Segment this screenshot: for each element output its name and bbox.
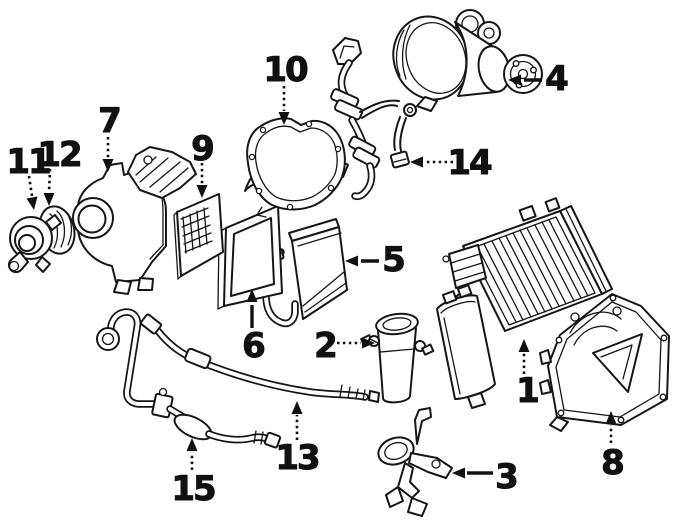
callout-7: 7 [98, 101, 122, 172]
part-13-liquid-hose [140, 313, 380, 403]
callout-15-label: 15 [171, 469, 215, 509]
callout-2-label: 2 [314, 326, 336, 366]
part-15-suction-pipe [96, 308, 282, 449]
part-4-compressor [392, 9, 543, 112]
part-9-filter-screen [173, 193, 224, 280]
callout-1-label: 1 [516, 371, 538, 411]
callout-5: 5 [345, 240, 407, 281]
callout-5-label: 5 [382, 240, 404, 280]
callout-12: 12 [37, 135, 83, 206]
callout-12-label: 12 [37, 135, 80, 175]
callout-13-label: 13 [275, 438, 318, 478]
callout-3: 3 [452, 457, 519, 498]
callout-11-label: 11 [6, 142, 50, 182]
part-10-gasket [246, 117, 346, 218]
part-3-bracket [377, 407, 453, 517]
callout-2: 2 [314, 326, 375, 367]
callout-4-label: 4 [545, 59, 568, 99]
callout-1: 1 [516, 339, 541, 412]
part-8-evaporator-case [539, 293, 670, 432]
callout-6-label: 6 [242, 326, 264, 366]
callout-3-label: 3 [495, 457, 517, 497]
callout-7-label: 7 [98, 101, 120, 141]
callout-10-label: 10 [263, 50, 308, 90]
part-7-blower-housing [72, 146, 197, 295]
callout-14-label: 14 [447, 143, 492, 183]
callout-8: 8 [601, 411, 626, 484]
callout-14: 14 [410, 143, 494, 184]
part-2-accumulator [360, 312, 435, 404]
callout-8-label: 8 [601, 443, 623, 483]
callout-9: 9 [191, 129, 216, 198]
part-14-hose-assembly [330, 37, 417, 201]
callout-9-label: 9 [191, 129, 213, 169]
callout-10: 10 [263, 50, 310, 125]
callout-13: 13 [275, 401, 321, 479]
part-1-condenser [436, 197, 613, 409]
callout-15: 15 [171, 438, 217, 510]
part-11-blower-motor [7, 214, 62, 274]
callout-4: 4 [508, 59, 571, 100]
callout-6: 6 [242, 289, 267, 367]
callout-11: 11 [6, 142, 52, 210]
part-6-seal-frame [217, 205, 283, 310]
